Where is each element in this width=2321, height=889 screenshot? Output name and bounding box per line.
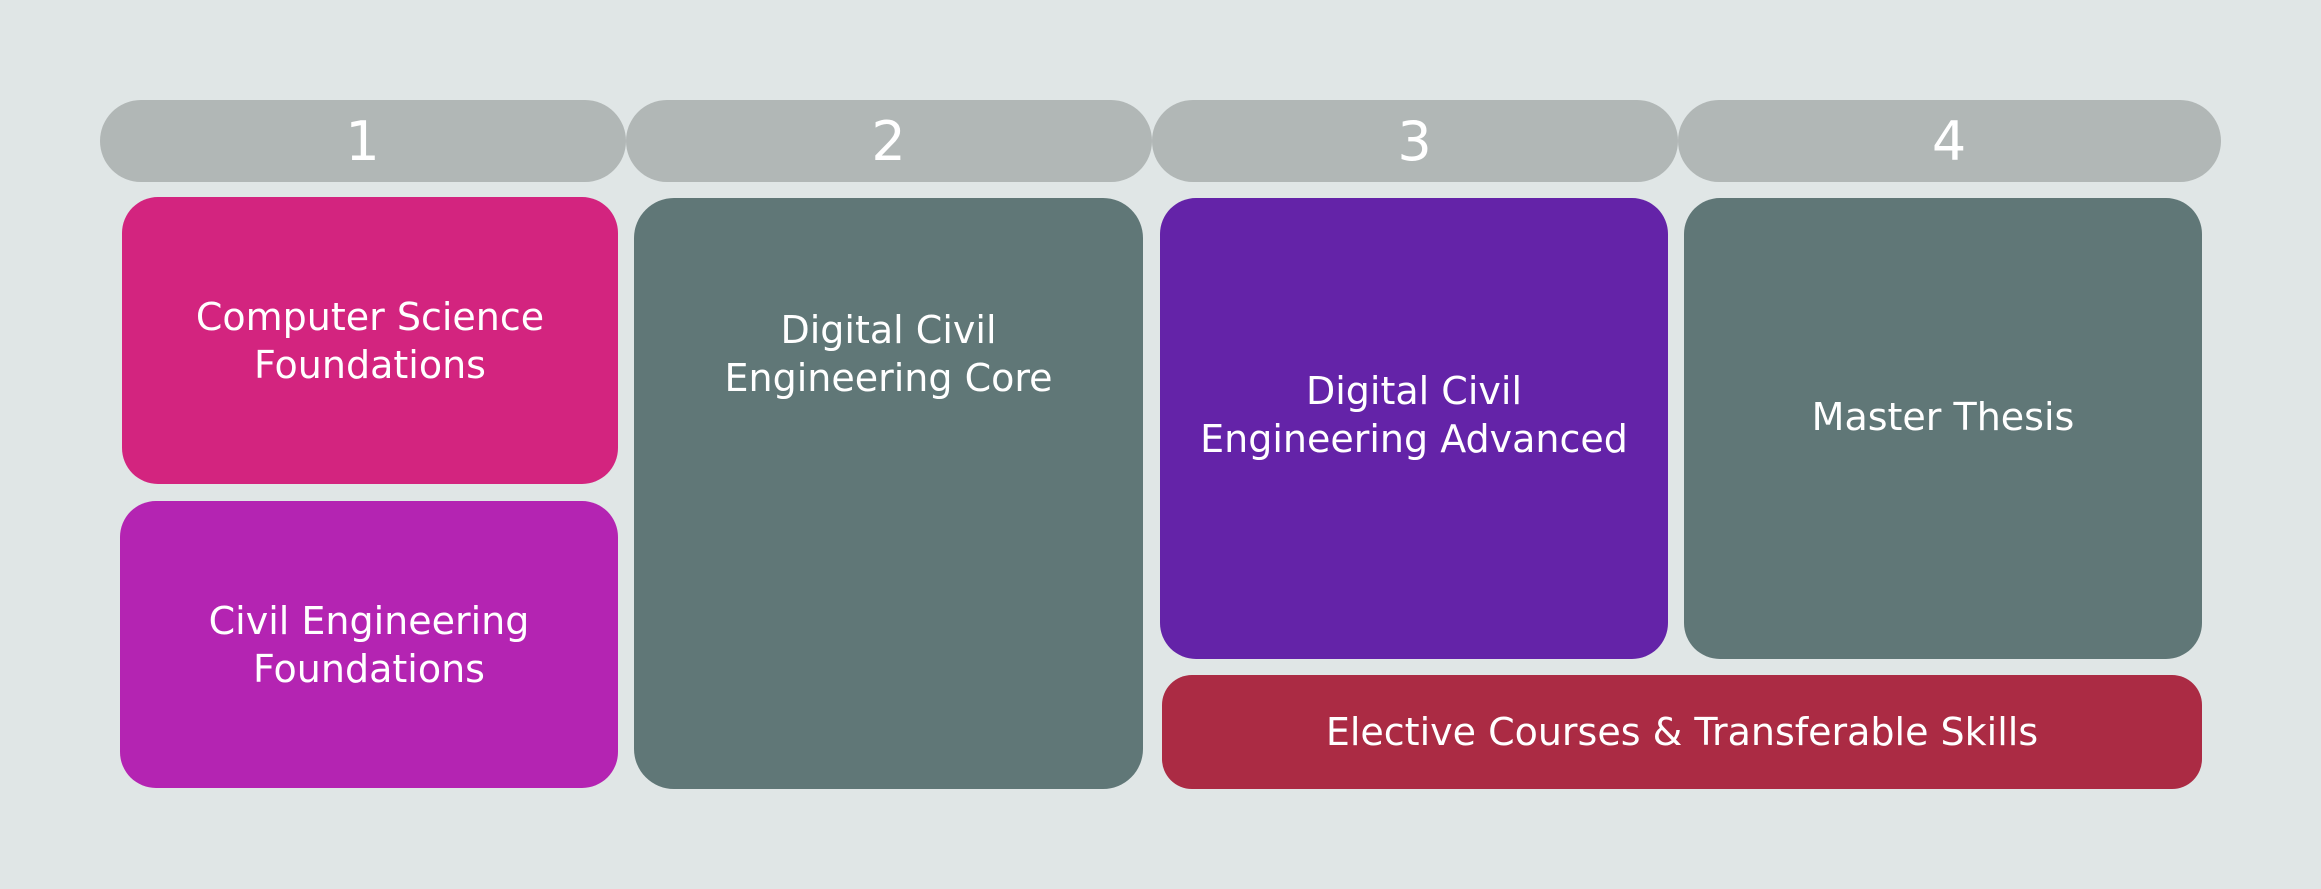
module-digital-civil-engineering-core: Digital Civil Engineering Core [634,198,1143,789]
semester-header-label: 3 [1397,109,1433,173]
semester-header-3: 3 [1152,100,1678,182]
module-master-thesis: Master Thesis [1684,198,2202,659]
semester-header-4: 4 [1678,100,2221,182]
module-label: Digital Civil Engineering Advanced [1200,368,1628,461]
module-elective-courses-transferable-skills: Elective Courses & Transferable Skills [1162,675,2202,789]
module-label: Computer Science Foundations [195,294,545,387]
semester-header-label: 4 [1931,109,1968,173]
semester-header-2: 2 [626,100,1152,182]
module-label: Civil Engineering Foundations [208,598,530,691]
semester-header-label: 1 [345,109,381,173]
module-label: Elective Courses & Transferable Skills [1325,710,2039,754]
module-label: Digital Civil Engineering Core [724,307,1053,400]
module-civil-engineering-foundations: Civil Engineering Foundations [120,501,618,788]
semester-header-1: 1 [100,100,626,182]
module-digital-civil-engineering-advanced: Digital Civil Engineering Advanced [1160,198,1668,659]
module-computer-science-foundations: Computer Science Foundations [122,197,618,484]
semester-header-label: 2 [871,109,907,173]
module-label: Master Thesis [1811,394,2075,439]
